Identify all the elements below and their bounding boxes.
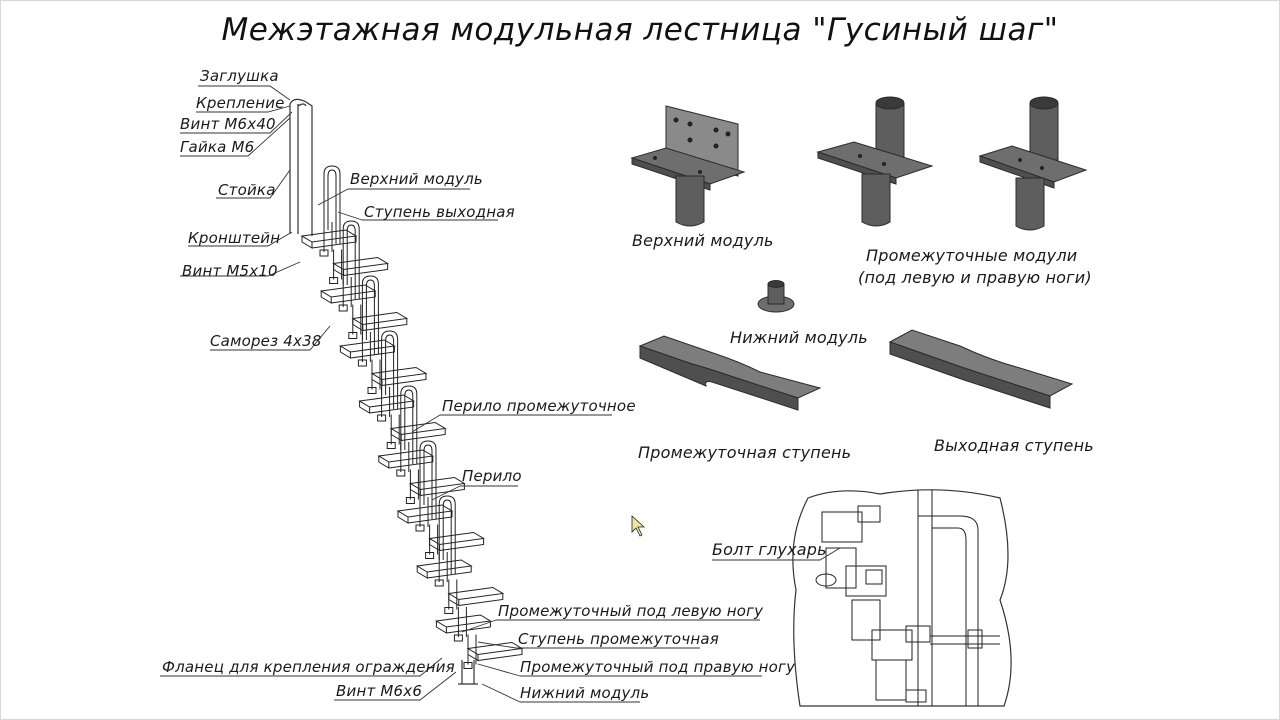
step-outline [300,229,358,249]
post-line [289,98,313,236]
label-kronshteyn: Кронштейн [188,229,281,247]
step-outline [415,559,473,579]
caption-bolt: Болт глухарь [712,540,827,559]
caption-verkhniy-modul: Верхний модуль [632,231,774,250]
staircase-assembly [289,98,524,685]
module-pipe [429,524,439,555]
intermediate-step-render [638,335,822,411]
fastener [319,249,329,257]
caption-nizhniy-modul: Нижний модуль [730,328,868,347]
baluster [385,334,395,409]
fastener [434,579,444,587]
baluster [419,440,437,519]
step-outline [377,449,435,469]
baluster [346,224,356,299]
baluster [442,499,452,574]
label-verkhniy-modul: Верхний модуль [350,170,483,188]
mouse-cursor-icon [631,515,646,537]
fastener [357,359,367,367]
label-vint-m6x6: Винт М6х6 [336,682,423,700]
caption-promezh-moduli-sub: (под левую и правую ноги) [858,268,1092,287]
label-promezh-levaya: Промежуточный под левую ногу [498,602,764,620]
baluster [327,169,337,244]
baluster [381,330,399,409]
caption-vykhod-stupen: Выходная ступень [934,436,1094,455]
module-pipe [371,359,381,390]
module-pipe [333,249,343,280]
step-outline [358,394,416,414]
fastener [329,277,339,284]
leader-lines [160,85,762,703]
label-nizhniy-modul: Нижний модуль [520,684,650,702]
upper-module-render [630,105,746,227]
caption-promezh-moduli: Промежуточные модули [866,246,1078,265]
module-pipe [390,414,400,445]
step-outline [396,504,454,524]
baluster [342,220,360,299]
module-pipe [467,634,477,665]
baluster [438,495,456,574]
label-promezh-pravaya: Промежуточный под правую ногу [520,658,796,676]
label-kreplenie: Крепление [196,94,285,112]
step-outline [338,339,396,359]
label-vint-m5x10: Винт М5х10 [182,262,278,280]
fastener [425,552,435,559]
baluster [404,389,414,464]
module-pipe [457,607,467,637]
caption-promezh-stupen: Промежуточная ступень [638,443,852,462]
fastener [405,497,415,504]
label-stupen-promezhutochnaya: Ступень промежуточная [518,630,719,648]
fastener [453,634,463,642]
fastener [463,662,473,669]
step-outline [434,614,492,634]
label-vint-m6x40: Винт М6х40 [180,115,276,133]
baluster [423,444,433,519]
fastener [348,332,358,339]
fastener [415,524,425,532]
label-gaika-m6: Гайка М6 [180,138,255,156]
module-pipe [352,304,362,335]
intermediate-module-render-2 [978,96,1088,231]
fastener [444,607,454,614]
label-stoyka: Стойка [218,181,276,199]
module-pipe [448,579,458,610]
detail-view [712,489,1012,707]
step-outline [319,284,377,304]
label-perilo: Перило [462,467,522,485]
label-perilo-promezhutochnoe: Перило промежуточное [442,397,636,415]
label-zaglushka: Заглушка [200,67,279,85]
bottom-module [458,660,478,685]
baluster [361,275,379,354]
exit-step-render [888,329,1074,409]
fastener [386,442,396,449]
lower-module-render [757,280,795,313]
intermediate-module-render-1 [816,96,934,227]
fastener [396,469,406,477]
baluster [323,165,341,244]
baluster [400,385,418,464]
post-line [289,104,299,234]
module-pipe [409,469,419,500]
label-samorez: Саморез 4х38 [210,332,322,350]
fastener [338,304,348,312]
label-stupen-vykhodnaya: Ступень выходная [364,203,515,221]
label-flanec: Фланец для крепления ограждения [162,658,455,676]
baluster [365,279,375,354]
page-title: Межэтажная модульная лестница "Гусиный ш… [221,12,1059,48]
fastener [377,414,387,422]
fastener [367,387,377,394]
